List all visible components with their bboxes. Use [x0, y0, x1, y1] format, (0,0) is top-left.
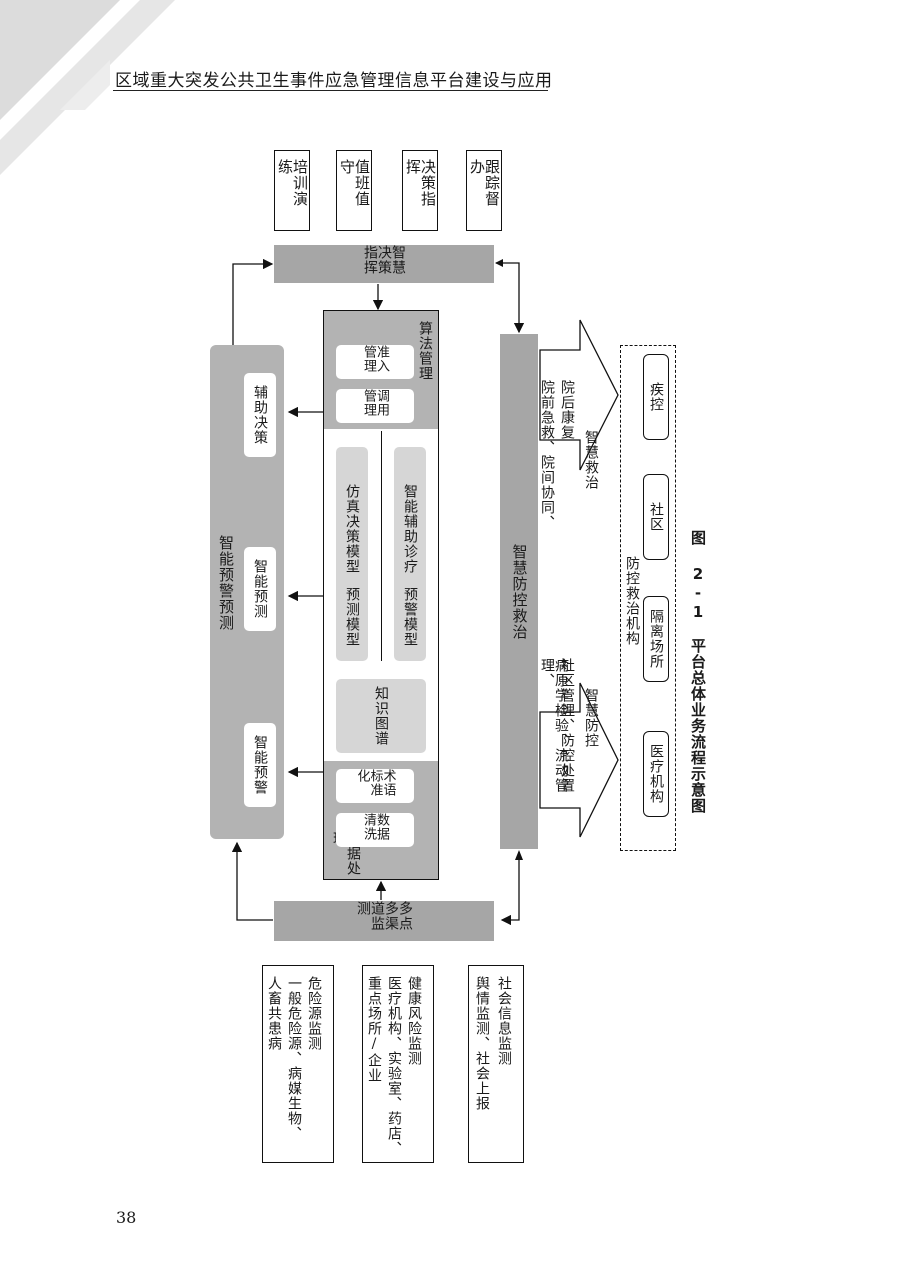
- prevention-flow-line2: 社区管理、防控处置: [559, 658, 575, 793]
- corner-decoration: [0, 0, 175, 175]
- source-hazard: 危险源监测 一般危险源、病媒生物、 人畜共患病: [262, 965, 334, 1163]
- treatment-flow-title: 智慧救治: [583, 430, 599, 490]
- source-health-risk: 健康风险监测 医疗机构、实验室、药店、 重点场所/企业: [362, 965, 434, 1163]
- models-divider: [381, 431, 382, 661]
- agencies-title: 防控救治机构: [624, 556, 640, 646]
- source-social: 社会信息监测 舆情监测、社会上报: [468, 965, 524, 1163]
- access-management-item: 准入管理: [336, 345, 414, 379]
- monitoring-bar: 多点多渠道监测: [274, 901, 494, 941]
- agency-isolation: 隔离场所: [643, 596, 669, 682]
- source-social-line1: 舆情监测、社会上报: [474, 976, 490, 1111]
- figure-caption: 图 2-1 平台总体业务流程示意图: [689, 530, 707, 814]
- output-command: 决策指挥: [402, 150, 438, 231]
- agency-community: 社区: [643, 474, 669, 560]
- source-health-risk-line1: 医疗机构、实验室、药店、: [386, 976, 402, 1156]
- terminology-item: 术语标准化: [336, 769, 414, 803]
- knowledge-graph: 知识图谱: [336, 679, 426, 753]
- warning-prediction-title: 智能预警预测: [217, 535, 235, 631]
- output-supervision: 跟踪督办: [466, 150, 502, 231]
- source-hazard-line2: 人畜共患病: [266, 976, 282, 1051]
- header-rule: [113, 90, 548, 91]
- output-training: 培训演练: [274, 150, 310, 231]
- source-hazard-title: 危险源监测: [306, 976, 322, 1051]
- treatment-flow-line2: 院后康复: [559, 380, 575, 440]
- source-hazard-line1: 一般危险源、病媒生物、: [286, 976, 302, 1141]
- decision-bar: 智慧决策指挥: [274, 245, 494, 283]
- data-processing-section: 数据处理 术语标准化 数据清洗: [324, 761, 438, 879]
- data-cleaning-item: 数据清洗: [336, 813, 414, 847]
- prediction-model: 预测模型: [336, 573, 368, 661]
- processing-block: 算法管理 准入管理 调用管理 仿真决策模型 智能辅助诊疗 预测模型 预警模型 知…: [323, 310, 439, 880]
- treatment-flow-line1: 院前急救、院间协同、: [539, 380, 555, 530]
- treatment-flow-text: 院前急救、院间协同、 院后康复 智慧救治: [539, 380, 614, 570]
- warning-prediction-bar: 智能预警预测 智能预警 智能预测 辅助决策: [210, 345, 284, 839]
- source-health-risk-title: 健康风险监测: [406, 976, 422, 1066]
- warning-model: 预警模型: [394, 573, 426, 661]
- smart-warning-item: 智能预警: [244, 723, 276, 807]
- agencies-box: 防控救治机构 医疗机构 隔离场所 社区 疾控: [620, 345, 676, 851]
- source-social-title: 社会信息监测: [496, 976, 512, 1066]
- page-number: 38: [116, 1208, 137, 1227]
- prevention-flow-text: 病原学检验、流动管理、 社区管理、防控处置 智慧防控: [539, 618, 614, 808]
- decision-support-item: 辅助决策: [244, 373, 276, 457]
- output-duty: 值班值守: [336, 150, 372, 231]
- prevention-flow-title: 智慧防控: [583, 688, 599, 748]
- prevention-bar: 智慧防控救治: [500, 334, 538, 849]
- algorithm-title: 算法管理: [417, 321, 433, 381]
- prevention-flow-line1: 病原学检验、流动管理、: [539, 658, 569, 793]
- agency-medical: 医疗机构: [643, 731, 669, 817]
- agency-cdc: 疾控: [643, 354, 669, 440]
- smart-prediction-item: 智能预测: [244, 547, 276, 631]
- source-health-risk-line2: 重点场所/企业: [366, 976, 382, 1083]
- header-title: 区域重大突发公共卫生事件应急管理信息平台建设与应用: [115, 71, 553, 91]
- algorithm-section: 算法管理 准入管理 调用管理: [324, 311, 438, 429]
- dispatch-management-item: 调用管理: [336, 389, 414, 423]
